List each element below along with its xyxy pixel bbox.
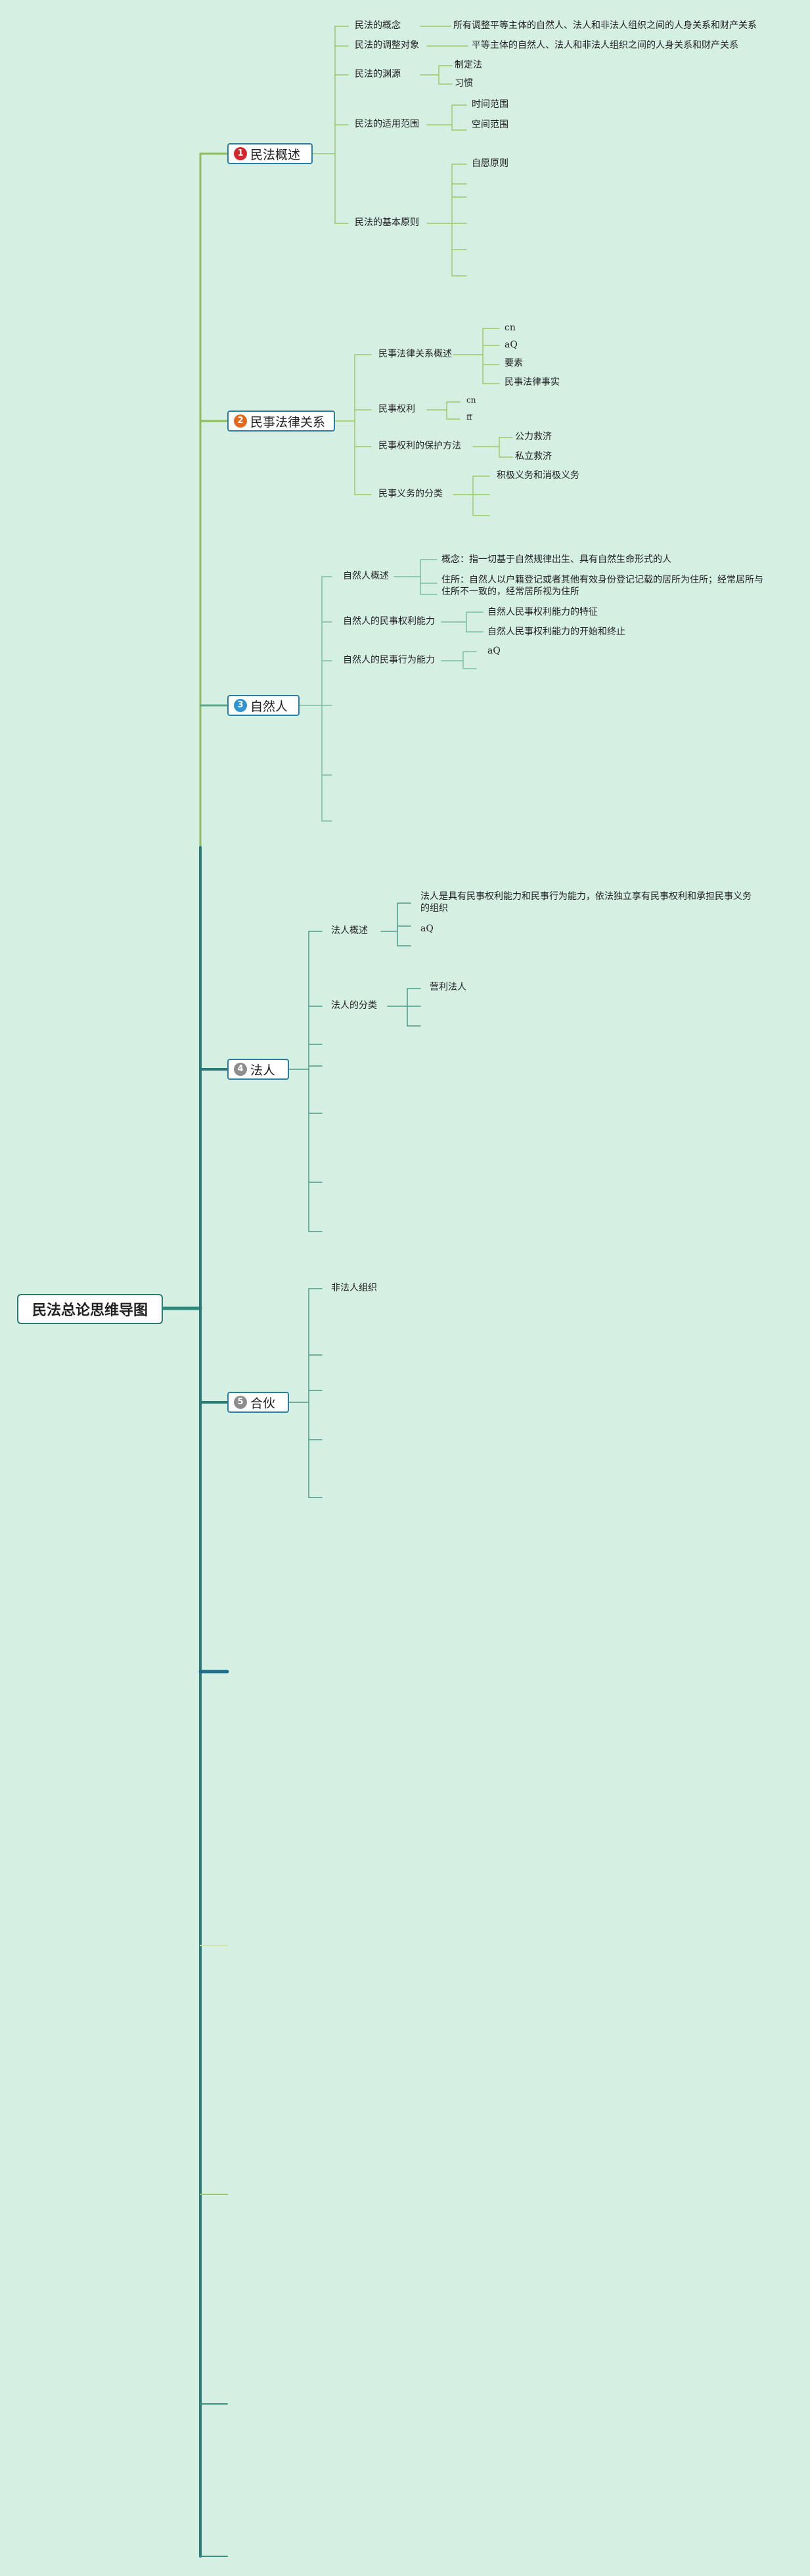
branch-natural-person-overview[interactable]: 自然人概述 (343, 571, 389, 581)
leaf-voluntary-principle[interactable]: 自愿原则 (472, 158, 508, 169)
branch-basic-principles[interactable]: 民法的基本原则 (355, 217, 419, 228)
topic-5-label: 合伙 (250, 1396, 276, 1411)
leaf-legal-person-definition[interactable]: 法人是具有民事权利能力和民事行为能力，依法独立享有民事权利和承担民事义务的组织 (420, 891, 752, 914)
branch-relation-overview[interactable]: 民事法律关系概述 (378, 349, 452, 359)
leaf-relation-aq[interactable]: aQ (505, 340, 518, 350)
topic-1-label: 民法概述 (250, 147, 301, 162)
topic-4-node[interactable]: 4 法人 (227, 1059, 289, 1080)
leaf-private-remedy[interactable]: 私立救济 (515, 451, 552, 462)
leaf-adjustment-object-def[interactable]: 平等主体的自然人、法人和非法人组织之间的人身关系和财产关系 (472, 40, 738, 51)
branch-adjustment-object[interactable]: 民法的调整对象 (355, 40, 419, 51)
number-badge-4: 4 (234, 1063, 247, 1076)
topic-4-label: 法人 (250, 1063, 276, 1078)
leaf-public-remedy[interactable]: 公力救济 (515, 432, 552, 442)
topic-5-node[interactable]: 5 合伙 (227, 1392, 289, 1413)
leaf-relation-cn[interactable]: cn (505, 322, 516, 333)
number-badge-5: 5 (234, 1396, 247, 1409)
number-badge-3: 3 (234, 699, 247, 712)
leaf-space-scope[interactable]: 空间范围 (472, 120, 508, 130)
leaf-civil-law-concept-def[interactable]: 所有调整平等主体的自然人、法人和非法人组织之间的人身关系和财产关系 (453, 20, 757, 31)
branch-civil-rights-capacity[interactable]: 自然人的民事权利能力 (343, 616, 435, 627)
number-badge-2: 2 (234, 414, 247, 428)
branch-application-scope[interactable]: 民法的适用范围 (355, 119, 419, 129)
branch-civil-rights[interactable]: 民事权利 (378, 404, 415, 414)
branch-civil-law-concept[interactable]: 民法的概念 (355, 20, 401, 31)
leaf-relation-elements[interactable]: 要素 (505, 358, 523, 368)
leaf-rights-ff[interactable]: ff (466, 412, 472, 422)
topic-3-label: 自然人 (250, 699, 288, 714)
topic-3-node[interactable]: 3 自然人 (227, 695, 300, 716)
leaf-legal-person-aq[interactable]: aQ (420, 923, 434, 934)
leaf-rights-cn[interactable]: cn (466, 395, 476, 405)
branch-civil-act-capacity[interactable]: 自然人的民事行为能力 (343, 655, 435, 665)
root-node[interactable]: 民法总论思维导图 (17, 1294, 163, 1324)
branch-duty-types[interactable]: 民事义务的分类 (378, 489, 443, 499)
leaf-capacity-features[interactable]: 自然人民事权利能力的特征 (487, 607, 598, 617)
leaf-time-scope[interactable]: 时间范围 (472, 99, 508, 110)
branch-legal-person-types[interactable]: 法人的分类 (331, 1000, 377, 1011)
leaf-statute[interactable]: 制定法 (455, 60, 482, 70)
leaf-act-aq[interactable]: aQ (487, 646, 501, 656)
branch-law-sources[interactable]: 民法的渊源 (355, 69, 401, 79)
leaf-for-profit-legal-person[interactable]: 营利法人 (430, 982, 466, 992)
topic-2-label: 民事法律关系 (250, 414, 326, 430)
topic-1-node[interactable]: 1 民法概述 (227, 143, 313, 164)
leaf-capacity-start-end[interactable]: 自然人民事权利能力的开始和终止 (487, 627, 625, 637)
branch-rights-protection[interactable]: 民事权利的保护方法 (378, 441, 461, 451)
branch-legal-person-overview[interactable]: 法人概述 (331, 925, 368, 936)
leaf-natural-person-concept[interactable]: 概念：指一切基于自然规律出生、具有自然生命形式的人 (441, 554, 671, 565)
branch-unincorporated-org[interactable]: 非法人组织 (331, 1283, 377, 1293)
topic-2-node[interactable]: 2 民事法律关系 (227, 411, 335, 432)
number-badge-1: 1 (234, 147, 247, 160)
root-label: 民法总论思维导图 (32, 1302, 148, 1319)
leaf-custom[interactable]: 习惯 (455, 78, 473, 89)
leaf-legal-facts[interactable]: 民事法律事实 (505, 377, 560, 388)
leaf-positive-negative-duty[interactable]: 积极义务和消极义务 (497, 470, 579, 481)
leaf-natural-person-domicile[interactable]: 住所：自然人以户籍登记或者其他有效身份登记记载的居所为住所；经常居所与住所不一致… (441, 575, 763, 597)
